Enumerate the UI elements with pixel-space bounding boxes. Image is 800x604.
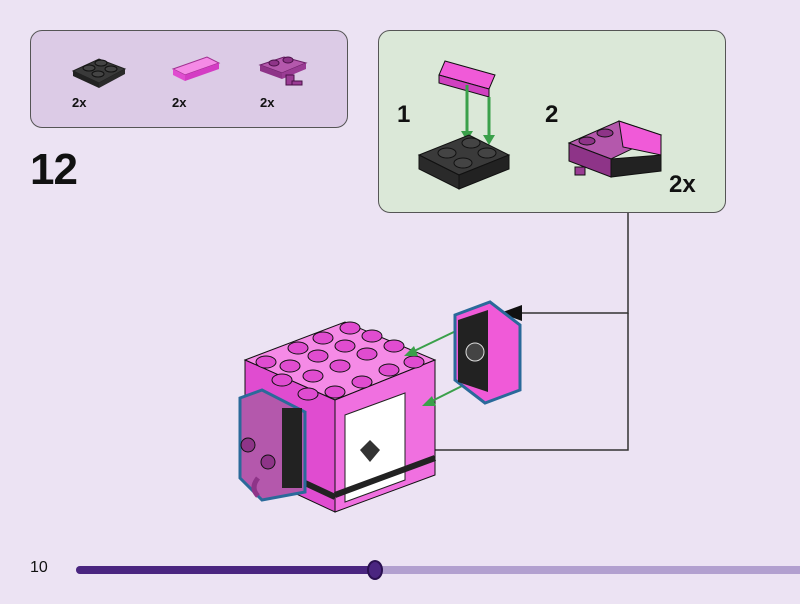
part-qty: 2x bbox=[172, 95, 187, 110]
slider-track[interactable] bbox=[76, 566, 800, 574]
purple-clip-plate-part-icon bbox=[258, 56, 308, 86]
pink-tile-part-icon bbox=[171, 56, 221, 81]
sub-step-1: 1 bbox=[397, 101, 411, 128]
slider-thumb[interactable] bbox=[367, 560, 384, 580]
part-qty: 2x bbox=[72, 95, 87, 110]
sub-assembly-box: 1 2 2x bbox=[378, 30, 726, 213]
side-attachment-left bbox=[238, 388, 307, 502]
part-qty: 2x bbox=[260, 95, 275, 110]
assembled-clip-plate-icon bbox=[567, 120, 663, 178]
sub-step-2: 2 bbox=[545, 101, 559, 128]
sub-multiplier: 2x bbox=[669, 171, 696, 198]
sub-assembly-illustration bbox=[417, 60, 663, 190]
slider-fill bbox=[76, 566, 376, 574]
page-progress-slider[interactable] bbox=[76, 560, 800, 580]
black-plate-icon bbox=[417, 134, 511, 190]
side-attachment-right bbox=[453, 300, 522, 405]
parts-list-box: 2x 2x 2x bbox=[30, 30, 348, 128]
black-plate-part-icon bbox=[71, 58, 127, 88]
step-number: 12 bbox=[30, 145, 78, 194]
page-number: 10 bbox=[30, 559, 48, 576]
